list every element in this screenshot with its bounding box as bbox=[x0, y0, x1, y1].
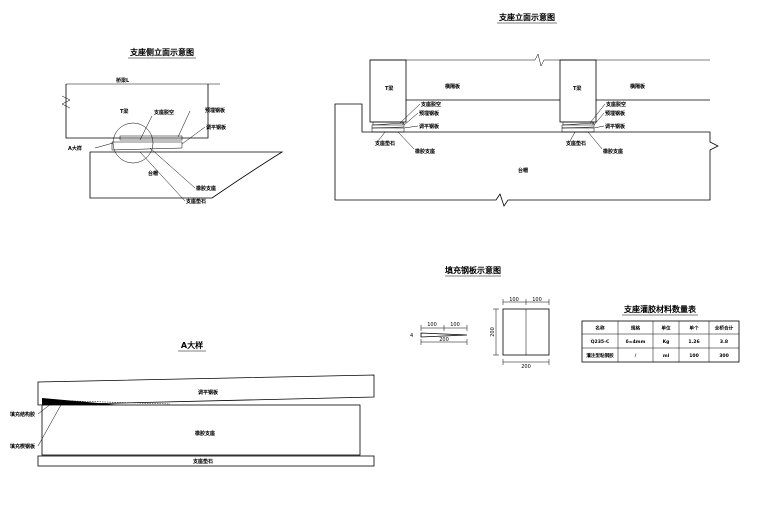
detail-a-title: A大样 bbox=[181, 340, 203, 350]
rubber-bearing-label: 橡胶支座 bbox=[195, 430, 215, 437]
front-elevation-view: 支座立面示意图 T梁 横隔板 T梁 横隔板 台帽 支座脱空 预埋钢板 调平钢板 bbox=[334, 12, 719, 207]
table-cell: / bbox=[635, 353, 637, 359]
dim-100-d: 100 bbox=[532, 297, 542, 303]
table-cell: ml bbox=[663, 353, 670, 359]
embedded-plate bbox=[119, 135, 183, 141]
leveling-plate-label-right: 调平钢板 bbox=[605, 123, 626, 130]
diaphragm-right-label: 横隔板 bbox=[629, 83, 646, 90]
table-cell: δ=4mm bbox=[626, 339, 646, 345]
void-label-right: 支座脱空 bbox=[605, 101, 626, 108]
bearing-right bbox=[562, 121, 594, 126]
table-cell: 100 bbox=[689, 353, 699, 359]
leveling-plate-label: 调平钢板 bbox=[198, 389, 219, 396]
embedded-plate-label: 预埋钢板 bbox=[205, 107, 226, 114]
abutment-label: 台帽 bbox=[148, 170, 158, 177]
leveling-plate bbox=[111, 141, 183, 151]
t-beam-label: T梁 bbox=[120, 108, 129, 115]
void-label-left: 支座脱空 bbox=[420, 101, 441, 108]
diaphragm-left-label: 横隔板 bbox=[444, 83, 461, 90]
t-beam-outline bbox=[65, 84, 209, 139]
filler-steel-label: 填充楔钢板 bbox=[10, 443, 36, 450]
table-cell: 1.26 bbox=[688, 339, 699, 345]
table-cell: 300 bbox=[719, 353, 729, 359]
bearing-pad bbox=[37, 455, 375, 467]
dim-200-height: 200 bbox=[490, 327, 496, 337]
bearing-left bbox=[372, 121, 404, 126]
filler-wedge bbox=[42, 398, 120, 405]
filler-resin-label: 填充结构胶 bbox=[10, 411, 35, 418]
bearing-pad-label-right: 支座垫石 bbox=[565, 140, 586, 147]
filler-plate-title: 填充钢板示意图 bbox=[445, 265, 501, 275]
leveling-plate-label-left: 调平钢板 bbox=[419, 123, 440, 130]
dim-100-a: 100 bbox=[427, 322, 437, 328]
void-label: 支座脱空 bbox=[153, 109, 174, 116]
table-header: 单个 bbox=[689, 325, 699, 332]
leveling-plate-label: 调平钢板 bbox=[206, 124, 227, 131]
embedded-plate-label-left: 预埋钢板 bbox=[419, 110, 440, 117]
bearing-pad-label-left: 支座垫石 bbox=[374, 140, 395, 147]
material-table: 支座灌胶材料数量表 名称 规格 单位 单个 全桥合计 Q235-C δ=4mm … bbox=[581, 304, 740, 363]
t-beam-right-label: T梁 bbox=[573, 85, 582, 92]
dim-200-side: 200 bbox=[439, 337, 449, 343]
table-cell: Q235-C bbox=[591, 339, 610, 345]
table-frame bbox=[581, 320, 740, 363]
table-cell: 灌注型粘钢胶 bbox=[586, 352, 614, 359]
abutment-label: 台帽 bbox=[518, 167, 528, 174]
abutment-outline bbox=[334, 103, 719, 207]
table-cell: 3.8 bbox=[720, 339, 728, 345]
table-cell: Kg bbox=[663, 339, 670, 345]
dim-200-bottom: 200 bbox=[521, 364, 531, 370]
rubber-bearing bbox=[41, 404, 361, 456]
front-elevation-title: 支座立面示意图 bbox=[498, 12, 555, 22]
bearing-pad-label: 支座垫石 bbox=[185, 198, 206, 205]
detail-a-view: A大样 调平钢板 橡胶支座 支座垫石 填充结构胶 填充楔钢板 bbox=[10, 340, 375, 467]
wedge-side-view bbox=[420, 332, 468, 338]
side-elevation-title: 支座侧立面示意图 bbox=[129, 47, 194, 57]
table-header: 名称 bbox=[595, 325, 605, 332]
abutment-outline bbox=[89, 151, 284, 199]
dim-100-c: 100 bbox=[509, 297, 519, 303]
break-mark bbox=[61, 95, 71, 109]
detail-a-circle bbox=[112, 122, 154, 164]
material-table-title: 支座灌胶材料数量表 bbox=[623, 304, 697, 314]
side-elevation-view: 支座侧立面示意图 桥梁L T梁 台帽 支座脱空 预埋钢板 调平钢板 A大样 橡胶… bbox=[61, 47, 284, 205]
detail-ref-label: A大样 bbox=[68, 145, 82, 152]
t-beam-left-label: T梁 bbox=[385, 85, 394, 92]
leveling-plate bbox=[37, 374, 375, 406]
rubber-bearing-label-left: 橡胶支座 bbox=[415, 148, 435, 155]
bearing-pad-label: 支座垫石 bbox=[192, 458, 213, 465]
table-header: 全桥合计 bbox=[714, 325, 734, 332]
dim-100-b: 100 bbox=[450, 322, 460, 328]
top-line bbox=[370, 53, 710, 67]
table-header: 规格 bbox=[631, 325, 641, 332]
thickness-mark: 4 bbox=[410, 333, 413, 339]
embedded-plate-label-right: 预埋钢板 bbox=[605, 110, 626, 117]
rubber-bearing-label: 橡胶支座 bbox=[196, 185, 216, 192]
filler-plate-view: 填充钢板示意图 100 100 4 200 100 100 200 200 bbox=[410, 265, 550, 370]
rubber-bearing-label-right: 橡胶支座 bbox=[603, 148, 623, 155]
table-header: 单位 bbox=[661, 325, 671, 332]
top-label: 桥梁L bbox=[116, 77, 130, 84]
